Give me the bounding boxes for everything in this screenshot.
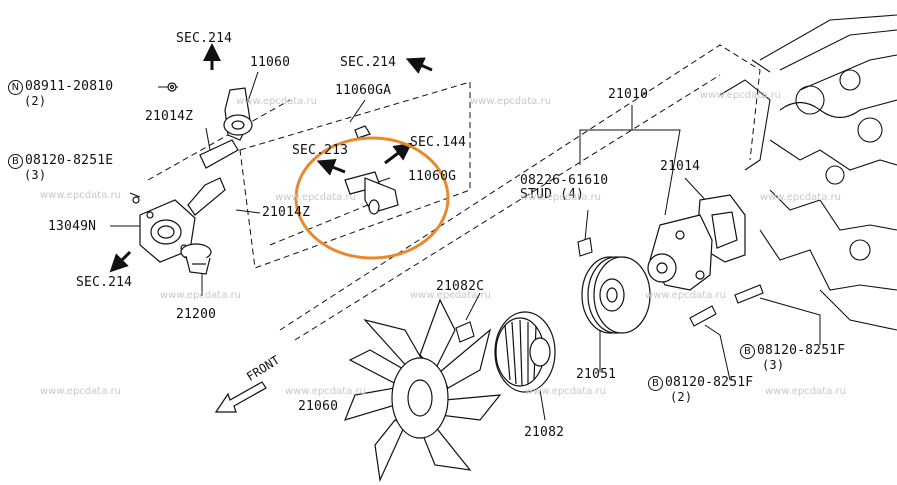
fan-clutch xyxy=(494,311,556,393)
label-part-11060ga[interactable]: 11060GA xyxy=(335,83,392,98)
watermark: www.epcdata.ru xyxy=(470,96,551,107)
watermark: www.epcdata.ru xyxy=(160,290,241,301)
label-part-08120-f-3-qty: (3) xyxy=(762,358,785,372)
n-badge-icon: N xyxy=(8,80,23,95)
watermark: www.epcdata.ru xyxy=(765,386,846,397)
label-part-08911-number: 08911-20810 xyxy=(25,79,114,94)
thermostat-housing xyxy=(139,199,196,263)
water-outlet-part xyxy=(132,82,253,216)
highlight-circle xyxy=(294,136,450,260)
watermark: www.epcdata.ru xyxy=(700,90,781,101)
label-part-08120-e-qty: (3) xyxy=(24,168,47,182)
b-badge-icon: B xyxy=(648,376,663,391)
sec-arrows xyxy=(109,43,433,273)
pulley xyxy=(581,256,651,334)
label-part-08120-f-2-number: 08120-8251F xyxy=(665,375,754,390)
water-pump xyxy=(647,194,746,291)
watermark: www.epcdata.ru xyxy=(760,192,841,203)
label-part-21060[interactable]: 21060 xyxy=(298,399,339,414)
cooling-fan xyxy=(343,298,502,483)
bypass-pipe-part xyxy=(344,125,399,215)
engine-block xyxy=(719,14,897,331)
watermark: www.epcdata.ru xyxy=(645,290,726,301)
watermark: www.epcdata.ru xyxy=(275,192,356,203)
b-badge-icon: B xyxy=(740,344,755,359)
watermark: www.epcdata.ru xyxy=(520,192,601,203)
label-part-11060[interactable]: 11060 xyxy=(250,55,291,70)
label-sec-213[interactable]: SEC.213 xyxy=(292,143,349,158)
label-part-11060g[interactable]: 11060G xyxy=(408,169,457,184)
label-part-21014[interactable]: 21014 xyxy=(660,159,701,174)
label-part-21051[interactable]: 21051 xyxy=(576,367,617,382)
label-stud: STUD (4) xyxy=(520,187,585,202)
label-sec-214-left[interactable]: SEC.214 xyxy=(76,275,133,290)
thermostat xyxy=(180,243,212,275)
watermark: www.epcdata.ru xyxy=(40,190,121,201)
label-part-08120-f-3-number: 08120-8251F xyxy=(757,343,846,358)
label-part-08120-f-2-qty: (2) xyxy=(670,390,693,404)
bolts xyxy=(455,237,764,343)
dashed-frames xyxy=(147,44,761,341)
label-part-21082[interactable]: 21082 xyxy=(524,425,565,440)
label-sec-214-mid[interactable]: SEC.214 xyxy=(340,55,397,70)
front-arrow-icon xyxy=(214,381,267,413)
label-part-21010[interactable]: 21010 xyxy=(608,87,649,102)
label-part-21014z-mid[interactable]: 21014Z xyxy=(262,205,311,220)
watermark: www.epcdata.ru xyxy=(285,386,366,397)
label-sec-144[interactable]: SEC.144 xyxy=(410,135,467,150)
label-sec-214-top[interactable]: SEC.214 xyxy=(176,31,233,46)
label-part-08120-e-number: 08120-8251E xyxy=(25,153,114,168)
label-part-08911-qty: (2) xyxy=(24,94,47,108)
watermark: www.epcdata.ru xyxy=(525,386,606,397)
watermark: www.epcdata.ru xyxy=(410,290,491,301)
label-part-21014z-top[interactable]: 21014Z xyxy=(145,109,194,124)
label-part-21200[interactable]: 21200 xyxy=(176,307,217,322)
label-part-13049n[interactable]: 13049N xyxy=(48,219,97,234)
watermark: www.epcdata.ru xyxy=(236,96,317,107)
b-badge-icon: B xyxy=(8,154,23,169)
label-part-21082c[interactable]: 21082C xyxy=(436,279,485,294)
label-part-08226[interactable]: 08226-61610 xyxy=(520,173,609,188)
watermark: www.epcdata.ru xyxy=(40,386,121,397)
